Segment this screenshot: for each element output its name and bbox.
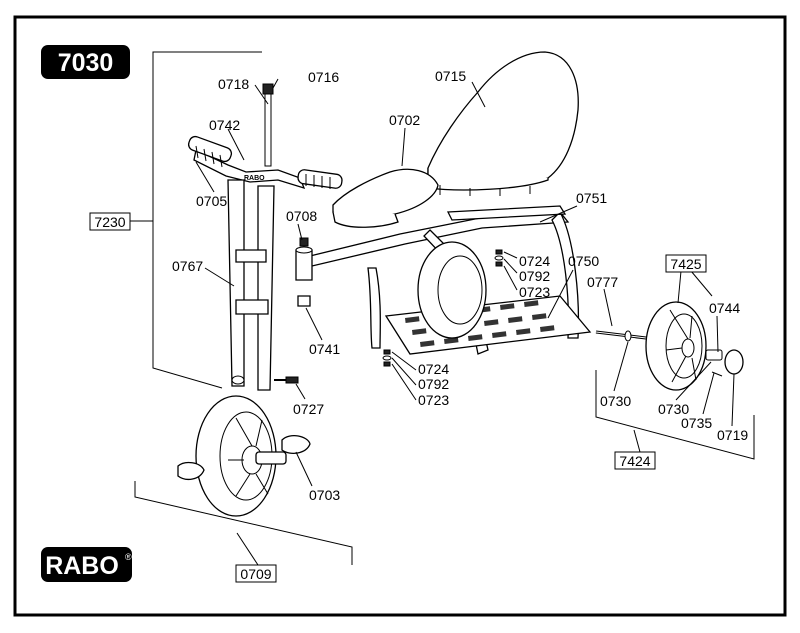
label-0708: 0708 [286, 208, 317, 224]
label-0744: 0744 [709, 300, 740, 316]
label-0702: 0702 [389, 112, 420, 128]
registered-mark: ® [125, 552, 132, 562]
seat-back [427, 51, 579, 196]
label-0742: 0742 [209, 117, 240, 133]
label-0767: 0767 [172, 258, 203, 274]
footplate [384, 295, 592, 355]
label-0705: 0705 [196, 193, 227, 209]
label-0730-axle: 0730 [600, 393, 631, 409]
front-wheel [177, 395, 311, 517]
model-number: 7030 [58, 49, 114, 77]
label-0723-upper: 0723 [519, 284, 550, 300]
saddle [332, 168, 439, 228]
label-0719: 0719 [717, 427, 748, 443]
bracket-0709 [134, 481, 353, 566]
handlebar: RABO [187, 135, 343, 190]
fasteners-upper [494, 249, 504, 267]
label-0777: 0777 [587, 274, 618, 290]
assembly-7424: 7424 [619, 453, 650, 469]
head-tube [295, 237, 313, 307]
brand-logo: RABO ® [41, 547, 132, 582]
axle-bolt [274, 376, 299, 384]
assembly-labels: 7230 7425 7424 0709 [89, 212, 707, 583]
label-0730-wheel: 0730 [658, 401, 689, 417]
rear-wheel-right [645, 301, 744, 391]
label-0718: 0718 [218, 76, 249, 92]
label-0751: 0751 [576, 190, 607, 206]
label-0792-lower: 0792 [418, 376, 449, 392]
rear-wheel-left [417, 241, 487, 339]
label-0741: 0741 [309, 341, 340, 357]
label-0724-upper: 0724 [519, 253, 550, 269]
fasteners-lower [382, 349, 392, 367]
label-0727: 0727 [293, 401, 324, 417]
label-0735: 0735 [681, 415, 712, 431]
assembly-7425: 7425 [670, 256, 701, 272]
assembly-0709: 0709 [240, 566, 271, 582]
bracket-7230 [130, 51, 262, 389]
front-fork [227, 179, 275, 391]
label-0750: 0750 [568, 253, 599, 269]
assembly-7230: 7230 [94, 214, 125, 230]
handlebar-brand: RABO [244, 175, 265, 182]
label-0715: 0715 [435, 68, 466, 84]
diagram-border [13, 15, 787, 617]
part-labels: 0716 0718 0715 0702 0742 0705 0708 0751 … [172, 68, 748, 503]
label-0703: 0703 [309, 487, 340, 503]
label-0716: 0716 [308, 69, 339, 85]
rear-axle [595, 330, 647, 342]
label-0792-upper: 0792 [519, 268, 550, 284]
brand-name: RABO [45, 552, 119, 580]
label-0723-lower: 0723 [418, 392, 449, 408]
leader-lines [195, 78, 735, 487]
steering-bolt [262, 83, 274, 167]
model-badge: 7030 [41, 45, 130, 79]
bracket-7424 [595, 370, 755, 460]
label-0724-lower: 0724 [418, 361, 449, 377]
